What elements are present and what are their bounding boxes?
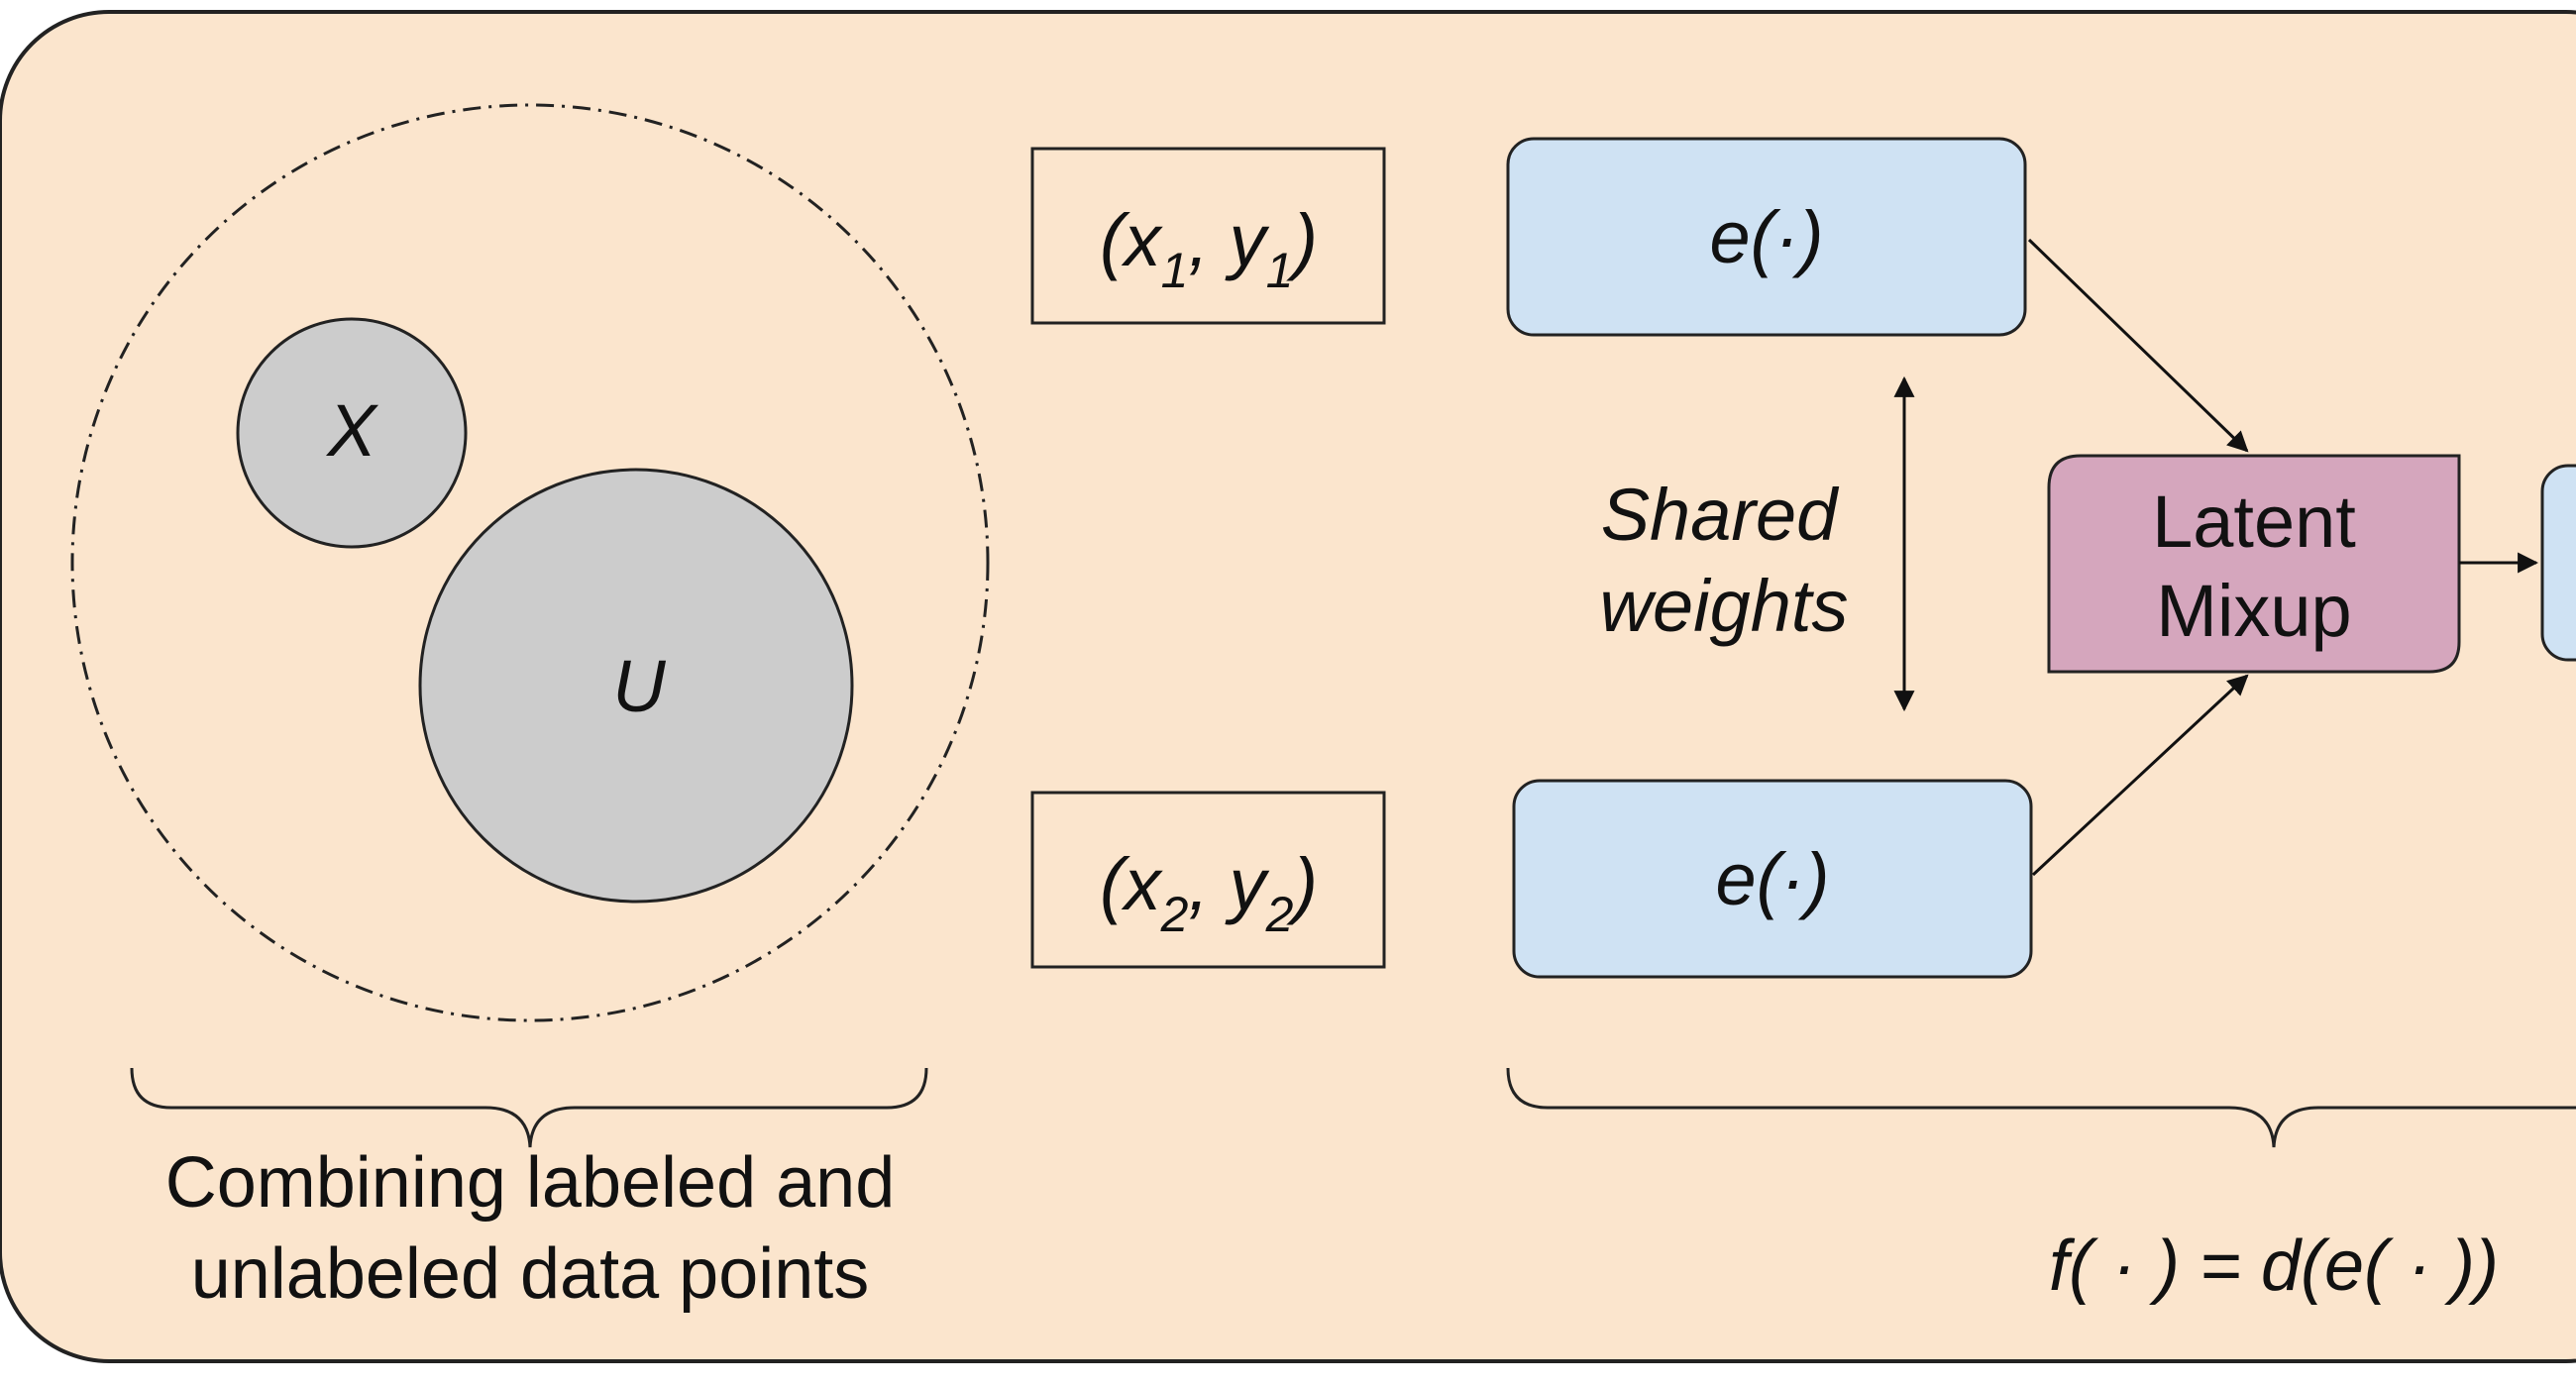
pair-1-x-sub: 1	[1161, 243, 1189, 298]
pair-1-comma: ,	[1188, 199, 1229, 281]
combine-caption-line1: Combining labeled and	[165, 1143, 896, 1223]
decoder-box-partial	[2540, 464, 2576, 662]
combined-data-circle	[70, 103, 990, 1022]
pair-2-y: y	[1225, 843, 1270, 925]
background-panel	[0, 10, 2576, 1363]
labeled-set-circle	[236, 317, 468, 549]
encoder-top-box	[1506, 137, 2027, 337]
latent-mixup-line1: Latent	[2152, 480, 2356, 563]
encoder-top-label: e(·)	[1709, 196, 1823, 278]
pair-1-y-sub: 1	[1266, 243, 1294, 298]
pair-2-y-sub: 2	[1265, 887, 1294, 942]
pair-2-comma: ,	[1188, 843, 1229, 925]
pair-2-box	[1030, 791, 1386, 969]
encoder-bottom-box	[1512, 779, 2033, 979]
encoder-top-to-mixup-arrow	[2027, 238, 2249, 453]
pair-2-x: x	[1122, 843, 1164, 925]
pair-1-box	[1030, 147, 1386, 325]
unlabeled-set-label: U	[612, 645, 666, 727]
unlabeled-set-circle	[418, 468, 854, 904]
right-brace	[1506, 1067, 2576, 1148]
formula-caption: f( · ) = d(e( · ))	[2049, 1227, 2499, 1306]
pair-1-y: y	[1225, 199, 1270, 281]
combine-caption-line2: unlabeled data points	[191, 1234, 870, 1314]
pair-1-x: x	[1122, 199, 1164, 281]
shared-weights-line2: weights	[1600, 565, 1849, 647]
shared-weights-line1: Shared	[1601, 474, 1840, 556]
labeled-set-label: X	[325, 389, 378, 472]
pair-2-label: (x2, y2)	[1100, 843, 1318, 942]
encoder-bottom-to-mixup-arrow	[2031, 674, 2249, 877]
pair-2-x-sub: 2	[1160, 887, 1189, 942]
latent-mixup-shape	[2047, 454, 2461, 674]
encoder-bottom-label: e(·)	[1715, 838, 1829, 920]
latent-mixup-line2: Mixup	[2156, 570, 2351, 652]
left-brace	[130, 1067, 928, 1148]
